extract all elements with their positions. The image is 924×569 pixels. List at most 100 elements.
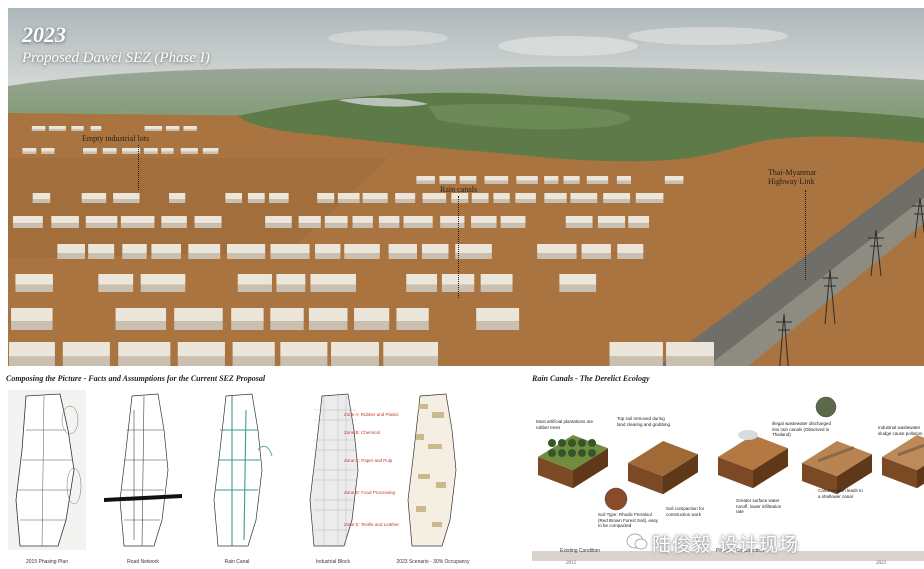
phasing-plan xyxy=(8,390,86,550)
building-wall xyxy=(143,151,158,154)
building-roof xyxy=(563,176,580,181)
zone-label: Zone B: Chemical xyxy=(344,430,380,435)
building-wall xyxy=(440,223,465,228)
building-roof xyxy=(202,148,219,152)
left-panel-title: Composing the Picture - Facts and Assump… xyxy=(6,374,266,383)
building-roof xyxy=(422,193,447,199)
rain-cloud-icon xyxy=(738,430,758,440)
building-wall xyxy=(270,321,304,330)
building-roof xyxy=(15,274,53,285)
building-wall xyxy=(310,284,357,292)
building-wall xyxy=(120,223,155,228)
power-pylons xyxy=(776,197,924,366)
callout-empty-lots: Empty industrial lots xyxy=(82,134,150,143)
building-wall xyxy=(269,199,289,203)
building-wall xyxy=(664,180,684,184)
zone-label: Zone C: Paper and Pulp xyxy=(344,458,393,463)
scenario-plan xyxy=(407,393,457,547)
industrial-block-plan xyxy=(309,393,359,547)
note-erosion: Canal erosion leads to a shallower canal xyxy=(818,488,863,499)
building-wall xyxy=(362,199,388,203)
building-wall xyxy=(90,129,102,131)
building-roof xyxy=(544,176,559,181)
tree xyxy=(548,439,556,447)
building-roof xyxy=(174,308,223,322)
building-roof xyxy=(280,342,328,357)
building-wall xyxy=(12,223,43,228)
building-roof xyxy=(188,244,221,253)
block-side xyxy=(882,457,917,489)
building-wall xyxy=(559,284,597,292)
building-roof xyxy=(484,176,509,181)
building-wall xyxy=(115,321,167,330)
tree xyxy=(578,439,586,447)
building-wall xyxy=(298,223,321,228)
building-roof xyxy=(493,193,510,199)
highway-verge xyxy=(708,198,924,366)
building-roof xyxy=(537,244,577,253)
timeline-bar xyxy=(532,551,924,561)
building-wall xyxy=(422,199,447,203)
tree xyxy=(558,449,566,457)
cloud xyxy=(628,27,788,45)
wechat-icon xyxy=(626,533,648,550)
building-roof xyxy=(122,148,141,152)
forest-shade xyxy=(428,103,630,130)
building-roof xyxy=(177,342,225,357)
building-roof xyxy=(22,148,37,152)
building-roof xyxy=(98,274,134,285)
building-wall xyxy=(439,180,456,184)
building-roof xyxy=(120,216,155,224)
canal-groove xyxy=(817,446,855,463)
water-patch xyxy=(338,97,428,107)
building-wall xyxy=(628,223,650,228)
building-wall xyxy=(455,253,492,259)
hero-title: Proposed Dawei SEZ (Phase I) xyxy=(22,50,210,66)
building-roof xyxy=(161,148,174,152)
building-roof xyxy=(11,308,53,322)
building-roof xyxy=(480,274,513,285)
building-wall xyxy=(570,199,598,203)
building-roof xyxy=(269,193,289,199)
building-wall xyxy=(403,223,433,228)
callout-highway: Thai-Myanmar Highway Link xyxy=(768,168,817,186)
building-roof xyxy=(237,274,272,285)
building-roof xyxy=(41,148,55,152)
building-roof xyxy=(476,308,520,322)
building-wall xyxy=(57,253,85,259)
building-roof xyxy=(459,176,477,181)
building-roof xyxy=(396,308,429,322)
building-wall xyxy=(9,356,55,366)
tree xyxy=(548,449,556,457)
building-roof xyxy=(90,126,102,129)
building-wall xyxy=(459,180,477,184)
building-wall xyxy=(122,151,141,154)
building-roof xyxy=(194,216,222,224)
building-roof xyxy=(337,193,360,199)
building-wall xyxy=(231,321,264,330)
building-roof xyxy=(500,216,526,224)
building-wall xyxy=(352,223,373,228)
building-wall xyxy=(202,151,219,154)
building-roof xyxy=(609,342,663,357)
building-roof xyxy=(270,244,310,253)
timeline-year-end: 2023 xyxy=(876,561,886,566)
block-top xyxy=(718,435,788,471)
building-wall xyxy=(226,253,266,259)
building-roof xyxy=(344,244,380,253)
building-wall xyxy=(635,199,664,203)
building-roof xyxy=(565,216,593,224)
building-roof xyxy=(421,244,449,253)
note-soil-type: Soil Type: Rhodic Ferralsol (Red Brown F… xyxy=(598,512,659,528)
building-wall xyxy=(161,223,187,228)
industrial-blocks xyxy=(9,126,714,366)
building-wall xyxy=(174,321,223,330)
building-wall xyxy=(476,321,520,330)
building-wall xyxy=(597,223,626,228)
building-roof xyxy=(118,342,171,357)
building-roof xyxy=(406,274,438,285)
note-top-soil: Top soil removed during land clearing an… xyxy=(617,416,671,427)
building-wall xyxy=(22,151,37,154)
building-wall xyxy=(586,180,609,184)
building-roof xyxy=(616,176,631,181)
